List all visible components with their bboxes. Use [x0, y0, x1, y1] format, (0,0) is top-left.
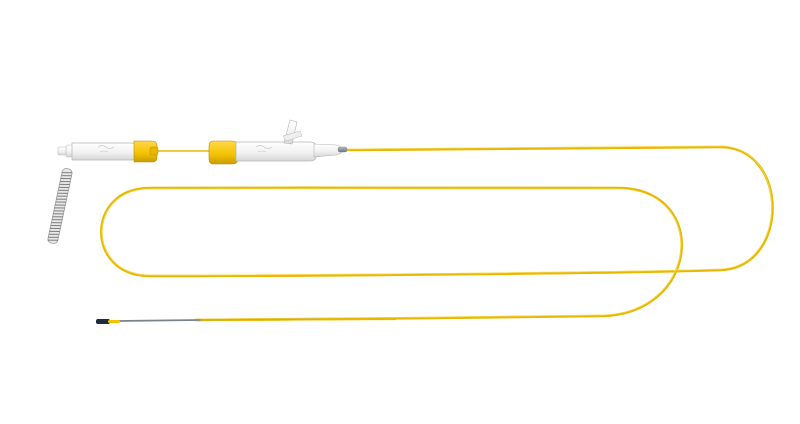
distal-metal-segment — [117, 319, 201, 322]
yellow-shaft-highlight — [101, 145, 772, 320]
proximal-handle — [57, 140, 159, 163]
logo-mark — [255, 145, 273, 153]
distal-transition — [194, 318, 321, 321]
logo-mark — [97, 145, 115, 153]
spring-coil — [47, 168, 73, 244]
catheter-tip — [96, 319, 120, 324]
yellow-shaft — [100, 145, 774, 322]
main-handle — [208, 119, 348, 165]
